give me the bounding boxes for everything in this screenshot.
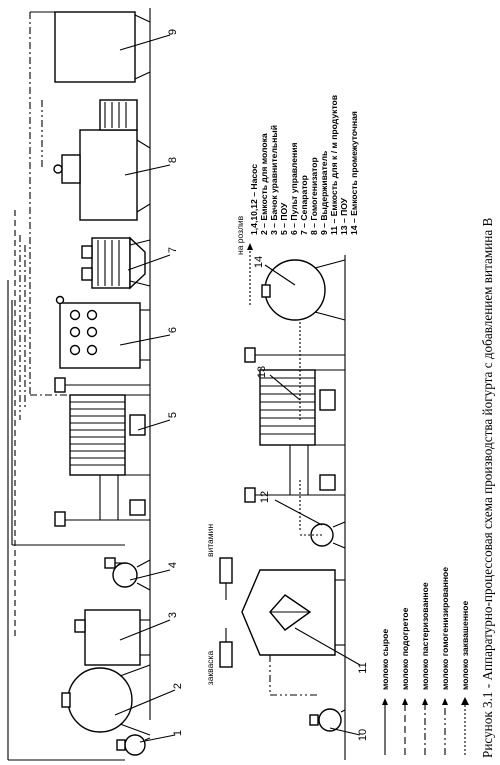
num-13: 13: [256, 366, 268, 378]
vitamin-label: витамин: [205, 524, 215, 557]
num-2: 2: [172, 683, 184, 689]
pump-10: [309, 708, 346, 732]
legend-item: 5 – ПОУ: [279, 202, 289, 235]
num-10: 10: [357, 729, 369, 741]
num-1: 1: [172, 730, 184, 736]
num-7: 7: [167, 247, 179, 253]
legend-item: 7 – Сепаратор: [299, 175, 309, 235]
bottom-row: [219, 243, 346, 760]
legend-item: 2 – Емкость для молока: [259, 133, 269, 235]
legend-item: 13 – ПОУ: [339, 197, 349, 235]
legend-item: 6 – Пульт управления: [289, 142, 299, 235]
bottling-label: на розлив: [235, 215, 245, 255]
num-9: 9: [167, 29, 179, 35]
equipment-legend: 1,4,10,12 – Насос 2 – Емкость для молока…: [249, 95, 359, 235]
pump-4: [104, 557, 151, 591]
top-row-pipes: [7, 12, 125, 761]
legend-line-raw: молоко сырое: [380, 629, 390, 690]
num-12: 12: [259, 491, 271, 503]
legend-line-fermented: молоко заквашенное: [460, 601, 470, 690]
pump-1: [116, 734, 151, 756]
balance-tank-3: [74, 609, 150, 666]
callouts: 9 8 7 6 5 4 3 2 1 10 11 12 13 14: [114, 29, 369, 743]
bottom-row-pipes: [247, 243, 322, 696]
intermediate-tank-14: [261, 259, 346, 321]
legend-item: 8 – Гомогенизатор: [309, 157, 319, 235]
holder-9: [30, 11, 151, 83]
milk-tank-2: [61, 664, 151, 736]
homogenizer-8: [53, 99, 151, 221]
num-4: 4: [167, 562, 179, 568]
plate-heat-exchanger-13: [244, 347, 345, 503]
legend-line-homogenized: молоко гомогенизированное: [440, 567, 450, 690]
figure-caption: Рисунок 3.1 - Аппаратурно-процессовая сх…: [480, 218, 495, 758]
legend-line-pasteurized: молоко пастеризованное: [420, 582, 430, 690]
num-3: 3: [167, 612, 179, 618]
top-row: [7, 8, 151, 761]
legend-item: 3 – Бачок уравнительный: [269, 125, 279, 235]
control-panel-6: [55, 295, 150, 369]
legend-item: 9 – Выдерживатель: [319, 151, 329, 235]
num-6: 6: [167, 327, 179, 333]
plate-heat-exchanger-5: [54, 377, 150, 527]
legend-item: 1,4,10,12 – Насос: [249, 164, 259, 235]
legend-line-heated: молоко подогретое: [400, 607, 410, 690]
num-14: 14: [253, 256, 265, 268]
num-5: 5: [167, 412, 179, 418]
num-11: 11: [357, 662, 369, 673]
legend-item: 14 – Емкость промежуточная: [349, 111, 359, 235]
num-8: 8: [167, 157, 179, 163]
separator-7: [81, 236, 151, 290]
line-type-legend: молоко сырое молоко подогретое молоко па…: [380, 567, 470, 755]
starter-label: закваска: [205, 651, 215, 686]
fermentation-tank-11: [219, 557, 345, 668]
legend-item: 11 – Емкость для к / м продуктов: [329, 95, 339, 235]
